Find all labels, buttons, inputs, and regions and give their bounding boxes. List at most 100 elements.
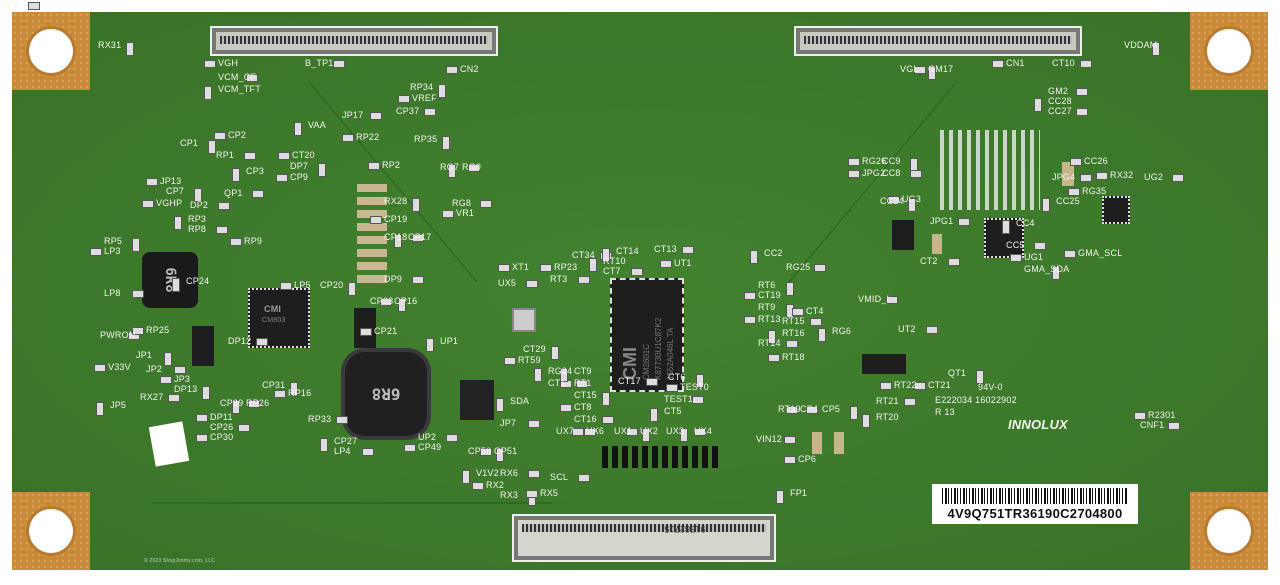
connector-cn1 <box>794 26 1082 56</box>
smd-component <box>528 420 540 428</box>
smd-component <box>196 434 208 442</box>
silkscreen-label: CT17 <box>618 376 641 386</box>
smd-component <box>1076 88 1088 96</box>
silkscreen-label: CT13 <box>654 244 677 254</box>
smd-component <box>412 198 420 212</box>
smd-component <box>362 448 374 456</box>
smd-component <box>914 66 926 74</box>
smd-component <box>214 132 226 140</box>
smd-component <box>208 140 216 154</box>
connector-cnf1: 91582715 <box>512 514 776 562</box>
copyright: © 2023 ShopJimmy.com, LLC <box>144 558 216 564</box>
silkscreen-label: CP5 <box>822 404 841 414</box>
silkscreen-label: VREF <box>412 93 437 103</box>
silkscreen-label: JP3 <box>174 374 191 384</box>
smd-component <box>576 380 588 388</box>
smd-component <box>786 406 798 414</box>
silkscreen-label: RX32 <box>1110 170 1134 180</box>
silkscreen-label: TEST0 <box>680 382 710 392</box>
silkscreen-label: RP9 <box>244 236 263 246</box>
silkscreen-label: CT14 <box>616 246 639 256</box>
smd-component <box>412 234 424 242</box>
smd-component <box>238 424 250 432</box>
up1-chip <box>192 326 214 366</box>
silkscreen-label: UX5 <box>498 278 517 288</box>
silkscreen-label: CP4 <box>800 404 819 414</box>
silkscreen-label: GM17 <box>928 64 954 74</box>
smd-component <box>244 152 256 160</box>
smd-component <box>96 402 104 416</box>
silkscreen-label: VMID_I <box>858 294 890 304</box>
silkscreen-label: RP22 <box>356 132 380 142</box>
silkscreen-label: CC24 <box>880 196 904 206</box>
capacitor-cp5 <box>812 432 822 454</box>
connector-cn2 <box>210 26 498 56</box>
inductor-lp3: 6R8 <box>142 252 198 308</box>
smd-component <box>602 416 614 424</box>
smd-component <box>786 282 794 296</box>
smd-component <box>862 414 870 428</box>
smd-component <box>584 428 596 436</box>
smd-component <box>404 444 416 452</box>
timing-controller-chip: CMI CM2801C K87730U1C87K2 1552A046L TA <box>610 278 684 392</box>
mounting-hole-bottom-right <box>1190 492 1268 570</box>
smd-component <box>694 428 706 436</box>
silkscreen-label: UG2 <box>1144 172 1164 182</box>
smd-component <box>202 386 210 400</box>
silkscreen-label: RX3 <box>500 490 519 500</box>
silkscreen-label: DP11 <box>210 412 233 422</box>
smd-component <box>132 290 144 298</box>
silkscreen-label: CP17 <box>408 232 432 242</box>
silkscreen-label: GM2 <box>1048 86 1069 96</box>
silkscreen-label: UG3 <box>902 194 922 204</box>
smd-component <box>468 164 480 172</box>
smd-component <box>1034 242 1046 250</box>
smd-component <box>848 170 860 178</box>
silkscreen-label: SDA <box>510 396 530 406</box>
smd-component <box>908 198 916 212</box>
smd-component <box>230 238 242 246</box>
silkscreen-label: CP49 <box>418 442 442 452</box>
silkscreen-label: VDDAM <box>1124 40 1158 50</box>
smd-component <box>438 84 446 98</box>
smd-component <box>172 278 180 292</box>
smd-component <box>744 292 756 300</box>
silkscreen-label: CT5 <box>664 406 682 416</box>
smd-component <box>480 200 492 208</box>
smd-component <box>360 328 372 336</box>
smd-component <box>320 438 328 452</box>
smd-component <box>1010 254 1022 262</box>
smd-component <box>232 400 240 414</box>
smd-component <box>1096 172 1108 180</box>
smd-component <box>660 260 672 268</box>
smd-component <box>394 234 402 248</box>
up2-regulator <box>460 380 494 420</box>
silkscreen-label: RP1 <box>216 150 235 160</box>
serial-barcode-label: 4V9Q751TR36190C2704800 <box>932 484 1138 524</box>
smd-component <box>1064 250 1076 258</box>
smd-component <box>848 158 860 166</box>
trace-bottom-left <box>152 442 552 504</box>
smd-component <box>602 248 610 262</box>
silkscreen-label: CT16 <box>574 414 597 424</box>
silkscreen-label: SCL <box>550 472 569 482</box>
capacitor-cp6 <box>834 432 844 454</box>
smd-component <box>1042 198 1050 212</box>
silkscreen-label: DP13 <box>174 384 198 394</box>
silkscreen-label: RG25 <box>786 262 811 272</box>
smd-component <box>348 282 356 296</box>
smd-component <box>768 354 780 362</box>
smd-component <box>682 246 694 254</box>
smd-component <box>560 404 572 412</box>
mounting-hole-top-right <box>1190 12 1268 90</box>
silkscreen-label: RT6 <box>758 280 776 290</box>
smd-component <box>814 264 826 272</box>
silkscreen-label: RT15 <box>782 316 805 326</box>
silkscreen-label: CT4 <box>806 306 824 316</box>
silkscreen-label: CP16 <box>394 296 418 306</box>
chip-line2: K87730U1C87K2 <box>654 317 663 380</box>
silkscreen-label: RG7 <box>440 162 460 172</box>
silkscreen-label: RT3 <box>550 274 568 284</box>
silkscreen-label: CT9 <box>574 366 592 376</box>
silkscreen-label: UP2 <box>418 432 437 442</box>
